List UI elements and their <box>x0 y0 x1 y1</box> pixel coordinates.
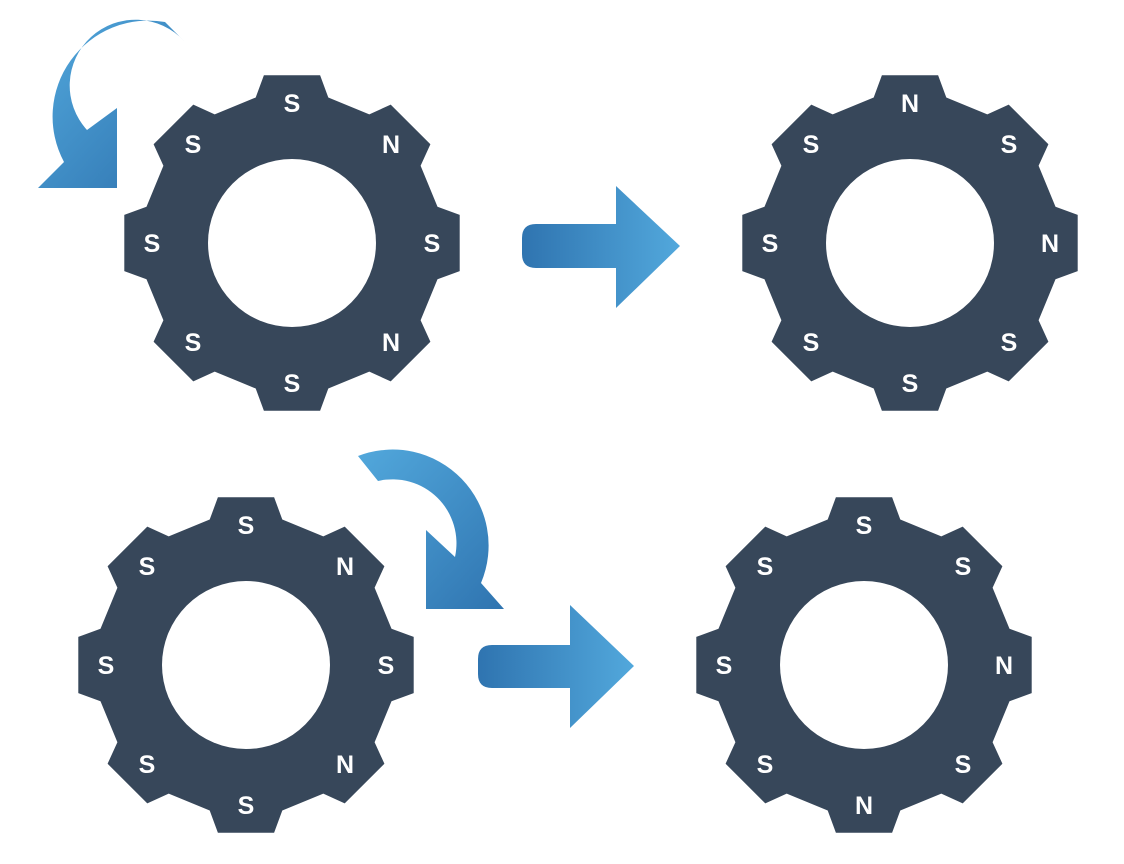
tooth-label-bottom: N <box>855 792 873 820</box>
gear-hole <box>208 159 376 327</box>
gear-top-right: N S N S S S S S <box>742 75 1078 411</box>
tooth-label-bottom-right: N <box>382 329 400 357</box>
tooth-label-bottom-left: S <box>185 329 202 357</box>
tooth-label-top-left: S <box>757 553 774 581</box>
tooth-label-bottom-left: S <box>803 329 820 357</box>
gear-top-left: S N S N S S S S <box>124 75 460 411</box>
tooth-label-bottom: S <box>238 792 255 820</box>
rotate-clockwise-icon <box>358 449 504 609</box>
transition-arrow-top <box>522 186 680 308</box>
tooth-label-right: N <box>1041 230 1059 258</box>
tooth-label-top: S <box>238 512 255 540</box>
gear-hole <box>162 581 330 749</box>
gear-bottom-right: S S N S N S S S <box>696 497 1032 833</box>
tooth-label-top-right: S <box>955 553 972 581</box>
tooth-label-left: S <box>144 230 161 258</box>
tooth-label-left: S <box>98 652 115 680</box>
tooth-label-right: S <box>378 652 395 680</box>
tooth-label-top-right: N <box>382 131 400 159</box>
tooth-label-bottom-right: S <box>955 751 972 779</box>
tooth-label-left: S <box>716 652 733 680</box>
tooth-label-top: S <box>284 90 301 118</box>
tooth-label-top-right: N <box>336 553 354 581</box>
tooth-label-right: N <box>995 652 1013 680</box>
rotate-counterclockwise-icon <box>38 19 184 189</box>
tooth-label-bottom: S <box>284 370 301 398</box>
tooth-label-top: S <box>856 512 873 540</box>
tooth-label-top-left: S <box>803 131 820 159</box>
gear-bottom-left: S N S N S S S S <box>78 497 414 833</box>
tooth-label-bottom: S <box>902 370 919 398</box>
tooth-label-bottom-right: S <box>1001 329 1018 357</box>
tooth-label-bottom-left: S <box>139 751 156 779</box>
gear-hole <box>826 159 994 327</box>
transition-arrow-bottom <box>478 605 634 728</box>
tooth-label-left: S <box>762 230 779 258</box>
tooth-label-right: S <box>424 230 441 258</box>
tooth-label-top-right: S <box>1001 131 1018 159</box>
tooth-label-top-left: S <box>185 131 202 159</box>
gear-hole <box>780 581 948 749</box>
tooth-label-bottom-left: S <box>757 751 774 779</box>
tooth-label-top: N <box>901 90 919 118</box>
tooth-label-bottom-right: N <box>336 751 354 779</box>
tooth-label-top-left: S <box>139 553 156 581</box>
